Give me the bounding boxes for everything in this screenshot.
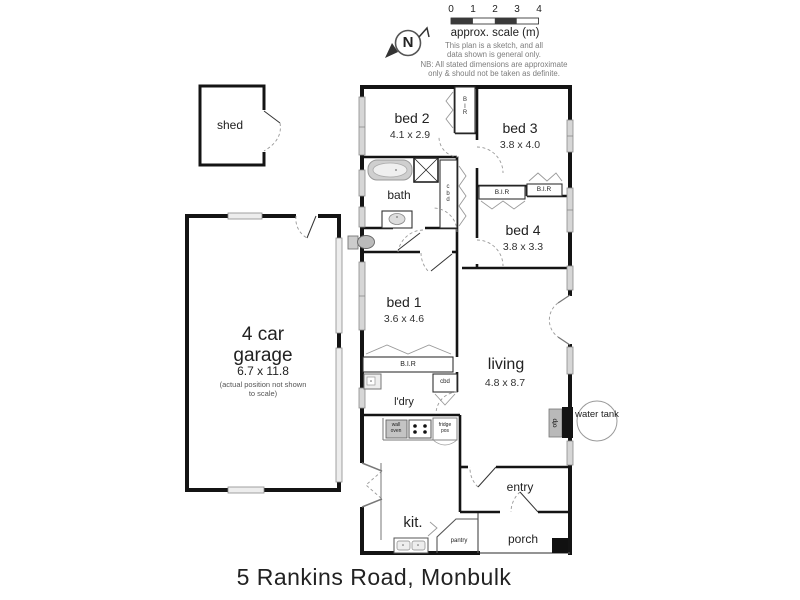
robe-boxes (362, 86, 563, 393)
room-label-bed1: bed 1 (386, 294, 422, 310)
scale-tick-2: 2 (492, 4, 498, 15)
room-label-living: living (487, 356, 525, 373)
living-recess-door (548, 294, 574, 346)
ofp-label: ofp (551, 418, 559, 428)
room-label-entry: entry (506, 480, 534, 494)
scale-tick-0: 0 (448, 4, 454, 15)
room-label-bed2: bed 2 (394, 110, 430, 126)
bir-label-bed4: B.I.R (494, 189, 510, 196)
room-label-bed3: bed 3 (502, 120, 538, 136)
wall-oven (385, 419, 408, 439)
address-title: 5 Rankins Road, Monbulk (236, 564, 512, 590)
room-label-bed4: bed 4 (505, 222, 541, 238)
water-tank-label: water tank (575, 409, 619, 420)
room-dims-bed2: 4.1 x 2.9 (389, 129, 431, 141)
north-letter: N (402, 34, 414, 51)
fridge-pos-label: fridge pos (438, 422, 452, 434)
kitchen-corner-doors (358, 462, 383, 508)
room-label-porch: porch (507, 532, 539, 546)
scale-tick-3: 3 (514, 4, 520, 15)
kitchen-sink (393, 537, 429, 554)
cbd-stacked-label: c b d (446, 184, 450, 203)
garage-note: (actual position not shown to scale) (219, 380, 307, 398)
bir-label-bed3: B.I.R (536, 186, 552, 193)
north-compass-icon (385, 26, 430, 58)
disclaimer-line-1: This plan is a sketch, and all (445, 41, 543, 50)
room-dims-bed1: 3.6 x 4.6 (383, 313, 425, 325)
kitchen-bench (380, 418, 433, 540)
garage-door (295, 212, 318, 239)
room-dims-bed4: 3.8 x 3.3 (502, 241, 544, 253)
scale-tick-1: 1 (470, 4, 476, 15)
bir-stacked-label: B I R (462, 97, 468, 116)
room-label-laundry: l'dry (394, 396, 414, 408)
room-label-bath: bath (387, 188, 411, 202)
scale-tick-4: 4 (536, 4, 542, 15)
cbd-label-laundry: cbd (440, 379, 450, 385)
bir-label-bed1: B.I.R (400, 361, 416, 368)
shed-door (261, 110, 281, 152)
pantry-outline (427, 518, 478, 553)
scale-bar (450, 17, 539, 25)
disclaimer-line-2: data shown is general only. (447, 50, 541, 59)
cooktop (408, 419, 432, 439)
porch-post (552, 538, 568, 553)
water-tank (576, 400, 618, 442)
interior-doors (397, 136, 539, 513)
shower (413, 157, 439, 183)
vanity (381, 210, 413, 229)
room-dims-living: 4.8 x 8.7 (484, 377, 526, 389)
bathtub (367, 159, 413, 181)
fridge-space (432, 417, 458, 446)
room-label-shed: shed (216, 118, 244, 132)
window-mullions (359, 126, 573, 297)
room-label-pantry: pantry (450, 538, 468, 544)
sliding-door-marks (365, 91, 563, 406)
room-dims-garage: 6.7 x 11.8 (237, 364, 289, 378)
garage-windows (227, 212, 343, 494)
disclaimer-line-4: only & should not be taken as definite. (428, 69, 560, 78)
laundry-trough (363, 373, 382, 390)
room-dims-bed3: 3.8 x 4.0 (499, 139, 541, 151)
scale-caption: approx. scale (m) (450, 27, 540, 39)
shed-outline (198, 84, 266, 167)
house-windows (358, 96, 574, 466)
wall-oven-label: wall oven (390, 422, 402, 434)
fireplace-ofp (548, 407, 573, 438)
toilet (347, 235, 375, 250)
disclaimer-line-3: NB: All stated dimensions are approximat… (420, 60, 568, 69)
room-label-garage: 4 car garage (233, 324, 293, 366)
room-label-kitchen: kit. (403, 514, 423, 531)
